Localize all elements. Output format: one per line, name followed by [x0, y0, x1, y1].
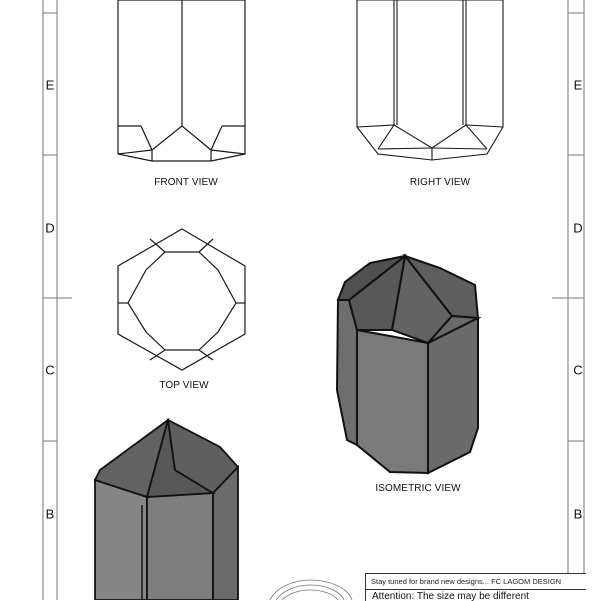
sheet-border	[42, 0, 585, 600]
zone-label-left-d: D	[45, 220, 55, 236]
zone-label-left-b: B	[45, 506, 55, 522]
right-view-drawing	[356, 0, 504, 161]
zone-label-right-e: E	[573, 77, 583, 93]
right-view-label: RIGHT VIEW	[409, 177, 471, 188]
front-view-drawing	[117, 0, 246, 162]
front-view-label: FRONT VIEW	[154, 177, 218, 188]
isometric-view-drawing	[335, 253, 482, 475]
zone-label-left-e: E	[45, 77, 55, 93]
title-block-attention: Attention: The size may be different	[366, 589, 586, 601]
title-block: Stay tuned for brand new designs... FC L…	[365, 573, 586, 601]
zone-label-right-b: B	[573, 506, 583, 522]
zone-label-right-d: D	[573, 220, 583, 236]
crystal-render-drawing	[93, 417, 240, 600]
top-view-label: TOP VIEW	[159, 380, 209, 391]
top-view-drawing	[117, 228, 246, 371]
seal-sketch	[269, 579, 353, 600]
isometric-view-label: ISOMETRIC VIEW	[375, 483, 461, 494]
zone-label-left-c: C	[45, 362, 55, 378]
title-block-tagline: Stay tuned for brand new designs... FC L…	[371, 577, 562, 586]
zone-label-right-c: C	[573, 362, 583, 378]
